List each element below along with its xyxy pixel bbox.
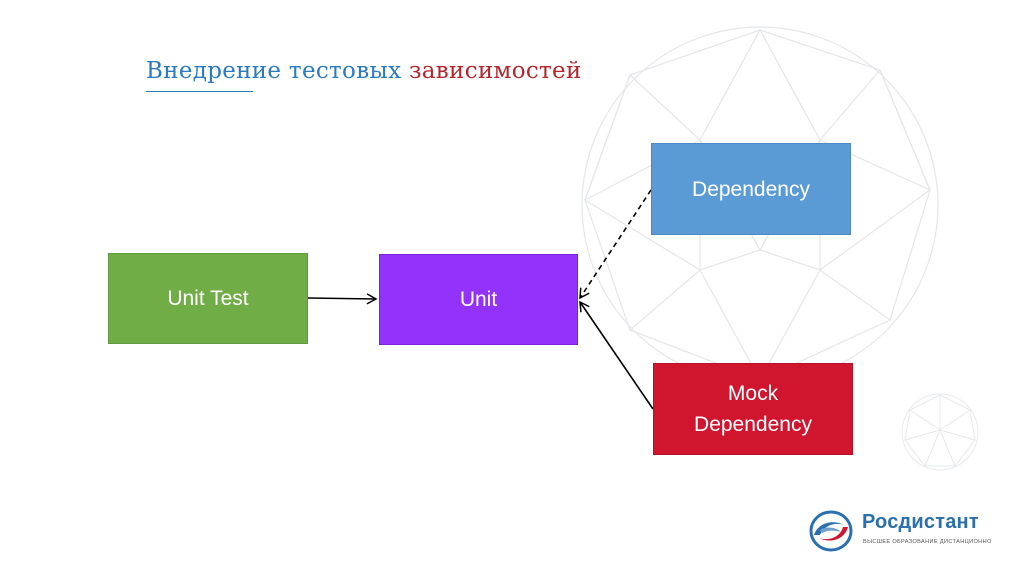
title-part-blue: Внедрение тестовых: [146, 58, 409, 84]
title-part-red: зависимостей: [408, 58, 582, 84]
unit-test-box: Unit Test: [108, 253, 308, 344]
dependency-label: Dependency: [692, 177, 810, 201]
arrow-mock-dependency-to-unit: [579, 300, 654, 410]
mock-dependency-label-line2: Dependency: [694, 413, 812, 436]
unit-test-label: Unit Test: [167, 287, 249, 310]
title-underline: [146, 91, 253, 92]
mock-dependency-label-line1: Mock: [727, 382, 779, 405]
slide-title: Внедрение тестовых зависимостей: [146, 58, 582, 84]
logo-tagline: ВЫСШЕЕ ОБРАЗОВАНИЕ ДИСТАНЦИОННО: [863, 539, 992, 545]
rosdistant-swirl-icon: [809, 510, 853, 552]
arrow-dependency-to-unit-dashed: [579, 189, 652, 300]
arrow-unit-test-to-unit: [307, 293, 378, 305]
rosdistant-logo: Росдистант ВЫСШЕЕ ОБРАЗОВАНИЕ ДИСТАНЦИОН…: [808, 507, 998, 555]
logo-name: Росдистант: [862, 511, 979, 533]
dependency-box: Dependency: [651, 143, 851, 235]
unit-label: Unit: [459, 288, 498, 311]
unit-box: Unit: [379, 254, 578, 345]
mock-dependency-box: Mock Dependency: [653, 363, 853, 455]
